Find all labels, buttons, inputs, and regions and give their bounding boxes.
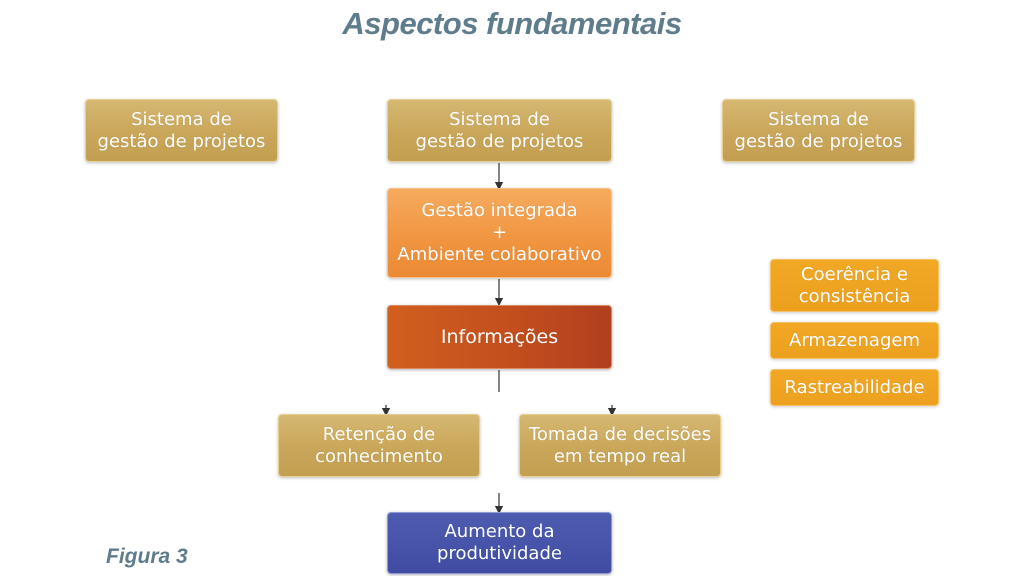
attribute-storage: Armazenagem <box>770 322 939 359</box>
figure-label: Figura 3 <box>106 545 188 568</box>
node-real-time-decisions: Tomada de decisões em tempo real <box>519 414 721 477</box>
node-knowledge-retention: Retenção de conhecimento <box>278 414 480 477</box>
attribute-traceability: Rastreabilidade <box>770 369 939 406</box>
attribute-coherence: Coerência e consistência <box>770 259 939 312</box>
node-productivity: Aumento da produtividade <box>387 512 612 574</box>
node-system-center: Sistema de gestão de projetos <box>387 99 612 162</box>
node-system-right: Sistema de gestão de projetos <box>722 99 915 162</box>
diagram-title: Aspectos fundamentais <box>342 6 682 41</box>
node-information: Informações <box>387 305 612 369</box>
node-system-left: Sistema de gestão de projetos <box>85 99 278 162</box>
node-integrated-management: Gestão integrada + Ambiente colaborativo <box>387 188 612 278</box>
